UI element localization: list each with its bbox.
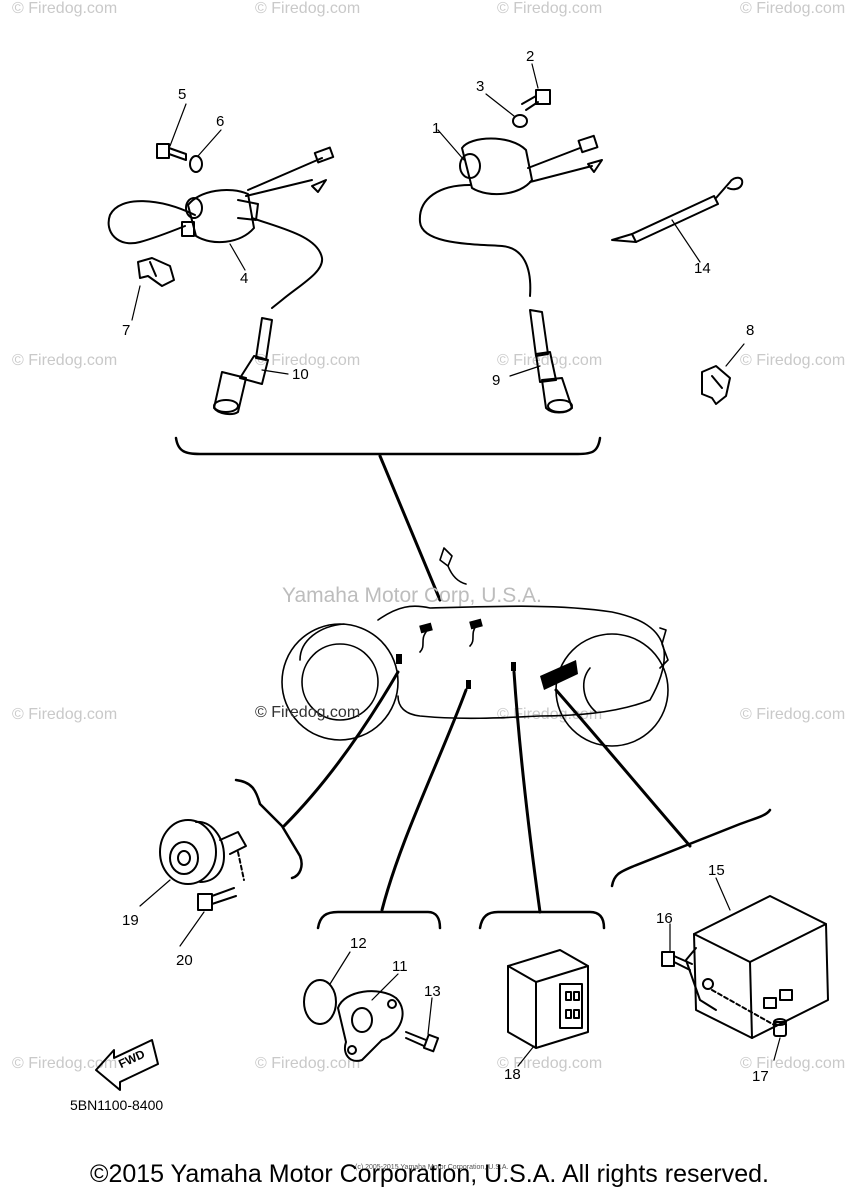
group-bracket-upper	[174, 436, 602, 456]
diagram-code: 5BN1100-8400	[70, 1097, 164, 1113]
center-watermark: Yamaha Motor Corp, U.S.A.	[282, 584, 542, 607]
group-bracket-relay	[478, 910, 606, 930]
watermark: © Firedog.com	[255, 0, 361, 17]
watermark: © Firedog.com	[497, 0, 603, 17]
watermark: © Firedog.com	[740, 706, 846, 723]
watermark: © Firedog.com	[740, 352, 846, 369]
clip-7	[137, 257, 175, 287]
plug-cap-10	[213, 317, 273, 416]
callout-20: 20	[176, 952, 193, 969]
group-bracket-sensor	[316, 910, 442, 930]
leader-lines	[282, 670, 692, 914]
o-ring-12	[303, 979, 337, 1025]
watermark: © Firedog.com	[497, 352, 603, 369]
callout-13: 13	[424, 983, 441, 1000]
callout-8: 8	[746, 322, 755, 339]
callout-1: 1	[432, 120, 441, 137]
watermark: © Firedog.com	[255, 352, 361, 369]
callout-6: 6	[216, 113, 225, 130]
callout-18: 18	[504, 1066, 521, 1083]
location-markers	[396, 618, 578, 690]
cdi-unit-15	[685, 895, 829, 1039]
callout-3: 3	[476, 78, 485, 95]
callout-12: 12	[350, 935, 367, 952]
callout-16: 16	[656, 910, 673, 927]
horn-19	[159, 819, 247, 885]
bolt-16	[661, 951, 693, 971]
watermark: © Firedog.com	[12, 1055, 118, 1072]
bolt-5	[156, 143, 187, 161]
callout-17: 17	[752, 1068, 769, 1085]
ignition-coil-right	[418, 134, 603, 297]
screw-13	[405, 1031, 440, 1053]
bolt-2	[521, 89, 551, 111]
bolt-20	[197, 887, 237, 911]
watermark-dark: © Firedog.com	[255, 704, 361, 721]
watermark: © Firedog.com	[740, 0, 846, 17]
washer-6	[189, 155, 203, 173]
callout-14: 14	[694, 260, 711, 277]
fwd-arrow	[95, 1039, 159, 1091]
tiny-notice: (c) 2005-2015 Yamaha Motor Corporation, …	[355, 1164, 509, 1171]
callout-2: 2	[526, 48, 535, 65]
watermark: © Firedog.com	[255, 1055, 361, 1072]
ignition-coil-left	[107, 146, 335, 309]
group-bracket-horn	[234, 778, 303, 880]
callout-10: 10	[292, 366, 309, 383]
watermark: © Firedog.com	[12, 706, 118, 723]
callout-5: 5	[178, 86, 187, 103]
washer-3	[512, 114, 528, 128]
relay-18	[507, 949, 589, 1049]
group-bracket-cdi	[610, 808, 772, 888]
watermark: © Firedog.com	[740, 1055, 846, 1072]
callout-leaders	[131, 63, 781, 1067]
copyright-footer: ©2015 Yamaha Motor Corporation, U.S.A. A…	[90, 1160, 769, 1188]
callout-19: 19	[122, 912, 139, 929]
watermark: © Firedog.com	[497, 706, 603, 723]
sensor-11	[337, 990, 404, 1062]
collar-17	[773, 1018, 787, 1037]
callout-4: 4	[240, 270, 249, 287]
callout-7: 7	[122, 322, 131, 339]
clip-8	[701, 365, 731, 405]
watermark: © Firedog.com	[12, 0, 118, 17]
lead-14	[611, 176, 744, 243]
plug-cap-9	[529, 309, 573, 414]
watermark: © Firedog.com	[12, 352, 118, 369]
callout-15: 15	[708, 862, 725, 879]
callout-11: 11	[392, 958, 408, 975]
callout-9: 9	[492, 372, 501, 389]
